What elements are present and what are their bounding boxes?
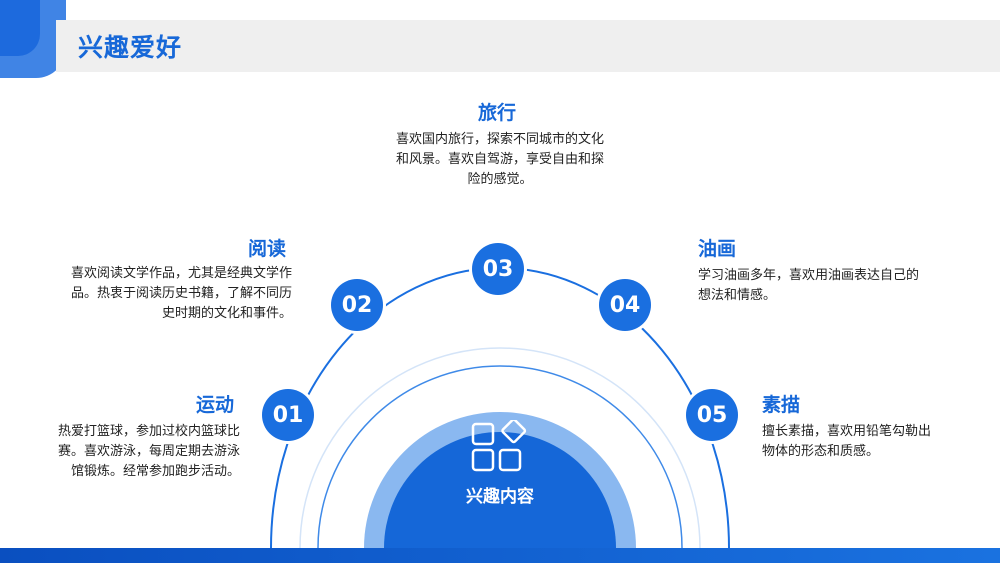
- page-title: 兴趣爱好: [78, 33, 183, 62]
- blue-thin-arc: [317, 365, 683, 549]
- item-title-travel: 旅行: [478, 102, 517, 124]
- item-title-painting: 油画: [698, 238, 737, 260]
- header-bar: [56, 20, 1000, 72]
- number-badge-02: 02: [331, 279, 383, 331]
- item-title-sports: 运动: [196, 394, 235, 416]
- item-desc-painting: 学习油画多年，喜欢用油画表达自己的想法和情感。: [698, 268, 920, 303]
- center-label: 兴趣内容: [466, 487, 534, 507]
- center-disc: [384, 432, 616, 548]
- item-desc-sketching: 擅长素描，喜欢用铅笔勾勒出物体的形态和质感。: [762, 424, 932, 459]
- item-title-sketching: 素描: [762, 394, 801, 416]
- thin-arc: [299, 347, 701, 549]
- number-badge-03: 03: [472, 243, 524, 295]
- bottom-bar: [0, 548, 1000, 563]
- grid-icon: [471, 420, 527, 472]
- number-badge-05: 05: [686, 389, 738, 441]
- number-badge-04: 04: [599, 279, 651, 331]
- item-desc-travel: 喜欢国内旅行，探索不同城市的文化和风景。喜欢自驾游，享受自由和探险的感觉。: [395, 132, 604, 187]
- item-desc-reading: 喜欢阅读文学作品，尤其是经典文学作品。热衷于阅读历史书籍，了解不同历史时期的文化…: [70, 266, 292, 321]
- item-desc-sports: 热爱打篮球，参加过校内篮球比赛。喜欢游泳，每周定期去游泳馆锻炼。经常参加跑步活动…: [58, 424, 241, 479]
- number-badge-01: 01: [262, 389, 314, 441]
- corner-decoration: [0, 0, 66, 78]
- item-title-reading: 阅读: [248, 238, 287, 260]
